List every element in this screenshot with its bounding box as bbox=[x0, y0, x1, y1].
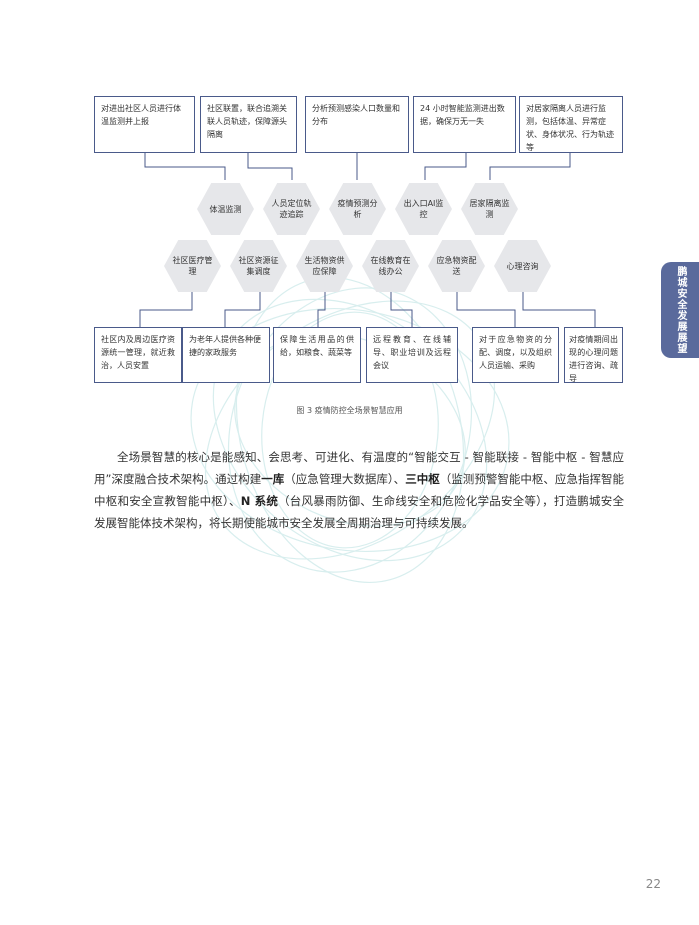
figure-bottom-box: 保障生活用品的供给，如粮食、蔬菜等 bbox=[273, 327, 361, 383]
figure-bottom-box: 为老年人提供各种便捷的家政服务 bbox=[182, 327, 270, 383]
figure-bottom-box: 远程教育、在线辅导、职业培训及远程会议 bbox=[366, 327, 458, 383]
figure-bottom-box: 对疫情期间出现的心理问题进行咨询、疏导 bbox=[564, 327, 623, 383]
figure-top-box: 分析预测感染人口数量和分布 bbox=[305, 96, 409, 153]
figure-hex: 出入口AI监控 bbox=[395, 183, 452, 235]
side-tab[interactable]: 鹏城安全发展展望 bbox=[661, 262, 699, 358]
figure-caption: 图 3 疫情防控全场景智慧应用 bbox=[296, 406, 403, 415]
figure-hex: 疫情预测分析 bbox=[329, 183, 386, 235]
figure-top-box: 24 小时智能监测进出数据，确保万无一失 bbox=[413, 96, 516, 153]
figure-top-box: 对居家隔离人员进行监测，包括体温、异常症状、身体状况、行为轨迹等 bbox=[519, 96, 623, 153]
figure-hex: 体温监测 bbox=[197, 183, 254, 235]
figure-top-box: 对进出社区人员进行体温监测并上报 bbox=[94, 96, 195, 153]
page-number: 22 bbox=[645, 877, 661, 891]
side-tab-label: 鹏城安全发展展望 bbox=[675, 266, 686, 354]
figure-top-box: 社区联置，联合追溯关联人员轨迹，保障源头隔离 bbox=[200, 96, 297, 153]
figure-hex: 人员定位轨迹追踪 bbox=[263, 183, 320, 235]
figure-bottom-box: 社区内及周边医疗资源统一管理，就近救治，人员安置 bbox=[94, 327, 182, 383]
figure-bottom-box: 对于应急物资的分配、调度，以及组织人员运输、采购 bbox=[472, 327, 559, 383]
body-paragraph: 全场景智慧的核心是能感知、会思考、可进化、有温度的“智能交互 - 智能联接 - … bbox=[94, 450, 625, 530]
figure-hex: 居家隔离监测 bbox=[461, 183, 518, 235]
